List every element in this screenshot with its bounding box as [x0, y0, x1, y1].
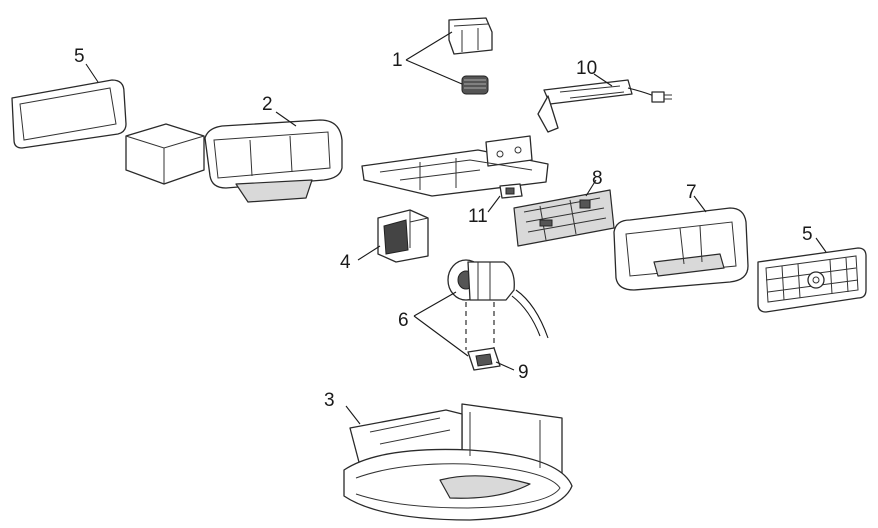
- leader-2: [275, 111, 297, 127]
- callout-2: 2: [262, 94, 273, 115]
- lens-housing: [204, 119, 343, 203]
- callout-6: 6: [398, 310, 409, 331]
- leader-1-to-cap: [405, 31, 453, 61]
- gear-and-cap: [448, 17, 493, 95]
- leader-5-right: [815, 237, 827, 253]
- callout-9: 9: [518, 362, 529, 383]
- callout-7: 7: [686, 182, 697, 203]
- motor: [447, 259, 549, 339]
- leader-3: [345, 405, 361, 425]
- leader-11: [487, 195, 501, 213]
- small-switch: [499, 183, 523, 199]
- callout-10: 10: [576, 58, 597, 79]
- leader-10: [593, 73, 613, 87]
- leader-7: [693, 195, 707, 213]
- cover-block: [377, 209, 429, 263]
- leader-lines: [85, 31, 827, 425]
- callout-11: 11: [468, 206, 488, 227]
- leader-6-to-bracket: [413, 315, 469, 357]
- leader-8: [585, 179, 597, 197]
- callout-3: 3: [324, 390, 335, 411]
- end-panel: [613, 207, 749, 291]
- leader-9: [495, 361, 515, 371]
- callout-8: 8: [592, 168, 603, 189]
- bracket: [467, 347, 501, 371]
- callout-5-right: 5: [802, 224, 813, 245]
- base-housing: [343, 403, 573, 521]
- rail-and-cord: [537, 79, 672, 133]
- leader-6-to-motor: [413, 291, 457, 317]
- circuit-board: [513, 189, 615, 247]
- light-box: [125, 123, 205, 185]
- callout-4: 4: [340, 252, 351, 273]
- callout-1: 1: [392, 50, 403, 71]
- leader-5-left: [85, 63, 99, 83]
- lens-panel-left: [11, 79, 127, 149]
- callout-5-left: 5: [74, 46, 85, 67]
- chassis-plate: [361, 135, 549, 197]
- leader-1-to-gear: [405, 59, 463, 85]
- leader-4: [357, 245, 381, 261]
- lens-panel-right: [757, 247, 867, 313]
